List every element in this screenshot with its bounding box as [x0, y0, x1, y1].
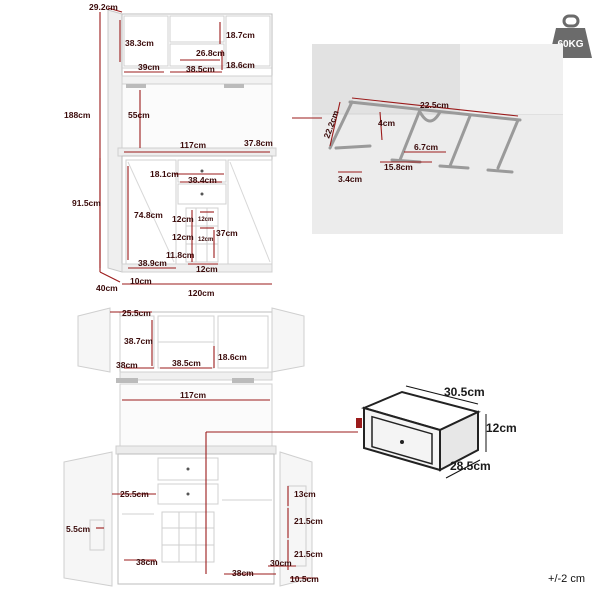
total-width-label: 120cm — [188, 288, 215, 298]
glass-rack-detail: 22.5cm 22.2cm 4cm 6.7cm 15.8cm 3.4cm — [292, 44, 563, 234]
depth-top-label: 29.2cm — [89, 2, 118, 12]
rack-length-label: 22.5cm — [420, 100, 449, 110]
drawer-width-label: 18.1cm — [150, 169, 179, 179]
open-shelf-height-label: 18.6cm — [218, 352, 247, 362]
rack-drop-label: 4cm — [378, 118, 395, 128]
open-lower-left-label: 38cm — [136, 557, 158, 567]
counter-width-label: 117cm — [180, 140, 206, 150]
tolerance-note: +/-2 cm — [548, 573, 585, 585]
open-upper-height-label: 38.7cm — [124, 336, 153, 346]
drawer-depth-label: 28.5cm — [450, 459, 491, 473]
cabinet-front-view: 29.2cm 188cm 38.3cm 26.8cm 18.7cm 39cm 3… — [64, 2, 277, 298]
rack-slot-label: 6.7cm — [414, 142, 439, 152]
wine-bottom-label: 12cm — [196, 264, 218, 274]
upper-left-width-label: 39cm — [138, 62, 160, 72]
wine-b-label: 12cm — [198, 217, 213, 223]
drawer-width-label: 30.5cm — [444, 385, 485, 399]
upper-shelf-height-label: 18.6cm — [226, 60, 255, 70]
right-mid-label: 21.5cm — [294, 516, 323, 526]
lower-door-height-label: 74.8cm — [134, 210, 163, 220]
open-lower-center-label: 38cm — [232, 568, 254, 578]
wine-d-label: 12cm — [198, 237, 213, 243]
right-low-label: 21.5cm — [294, 549, 323, 559]
upper-mid-width-label: 26.8cm — [196, 48, 225, 58]
side-height-label: 91.5cm — [72, 198, 101, 208]
wine-a-label: 12cm — [172, 214, 194, 224]
door-shelf-label: 5.5cm — [66, 524, 91, 534]
wine-c-label: 12cm — [172, 232, 194, 242]
wine-f-label: 11.8cm — [166, 250, 195, 260]
upper-right-height-label: 18.7cm — [226, 30, 255, 40]
hutch-height-label: 55cm — [128, 110, 150, 120]
upper-door-height-label: 38.3cm — [125, 38, 154, 48]
right-depth-label: 30cm — [270, 558, 292, 568]
open-left-width-label: 38cm — [116, 360, 138, 370]
open-lower-door-width-label: 25.5cm — [120, 489, 149, 499]
drawer-width2-label: 38.4cm — [188, 175, 217, 185]
upper-center-width-label: 38.5cm — [186, 64, 215, 74]
drawer-detail: 30.5cm 12cm 28.5cm — [356, 385, 517, 479]
base-height-label: 10cm — [130, 276, 152, 286]
rack-span-label: 15.8cm — [384, 162, 413, 172]
rack-foot-label: 3.4cm — [338, 174, 363, 184]
wine-e-label: 37cm — [216, 228, 238, 238]
open-door-width-label: 25.5cm — [122, 308, 151, 318]
right-top-label: 13cm — [294, 489, 316, 499]
open-center-width-label: 38.5cm — [172, 358, 201, 368]
lower-left-width-label: 38.9cm — [138, 258, 167, 268]
depth-bottom-label: 40cm — [96, 283, 118, 293]
right-side-label: 10.5cm — [290, 574, 319, 584]
total-height-label: 188cm — [64, 110, 91, 120]
open-counter-width-label: 117cm — [180, 390, 206, 400]
drawer-height-label: 12cm — [486, 421, 517, 435]
cabinet-open-view: 25.5cm 38.7cm 38cm 38.5cm 18.6cm 117cm 2… — [63, 307, 358, 587]
counter-right-label: 37.8cm — [244, 138, 273, 148]
weight-label: 60KG — [557, 39, 583, 50]
